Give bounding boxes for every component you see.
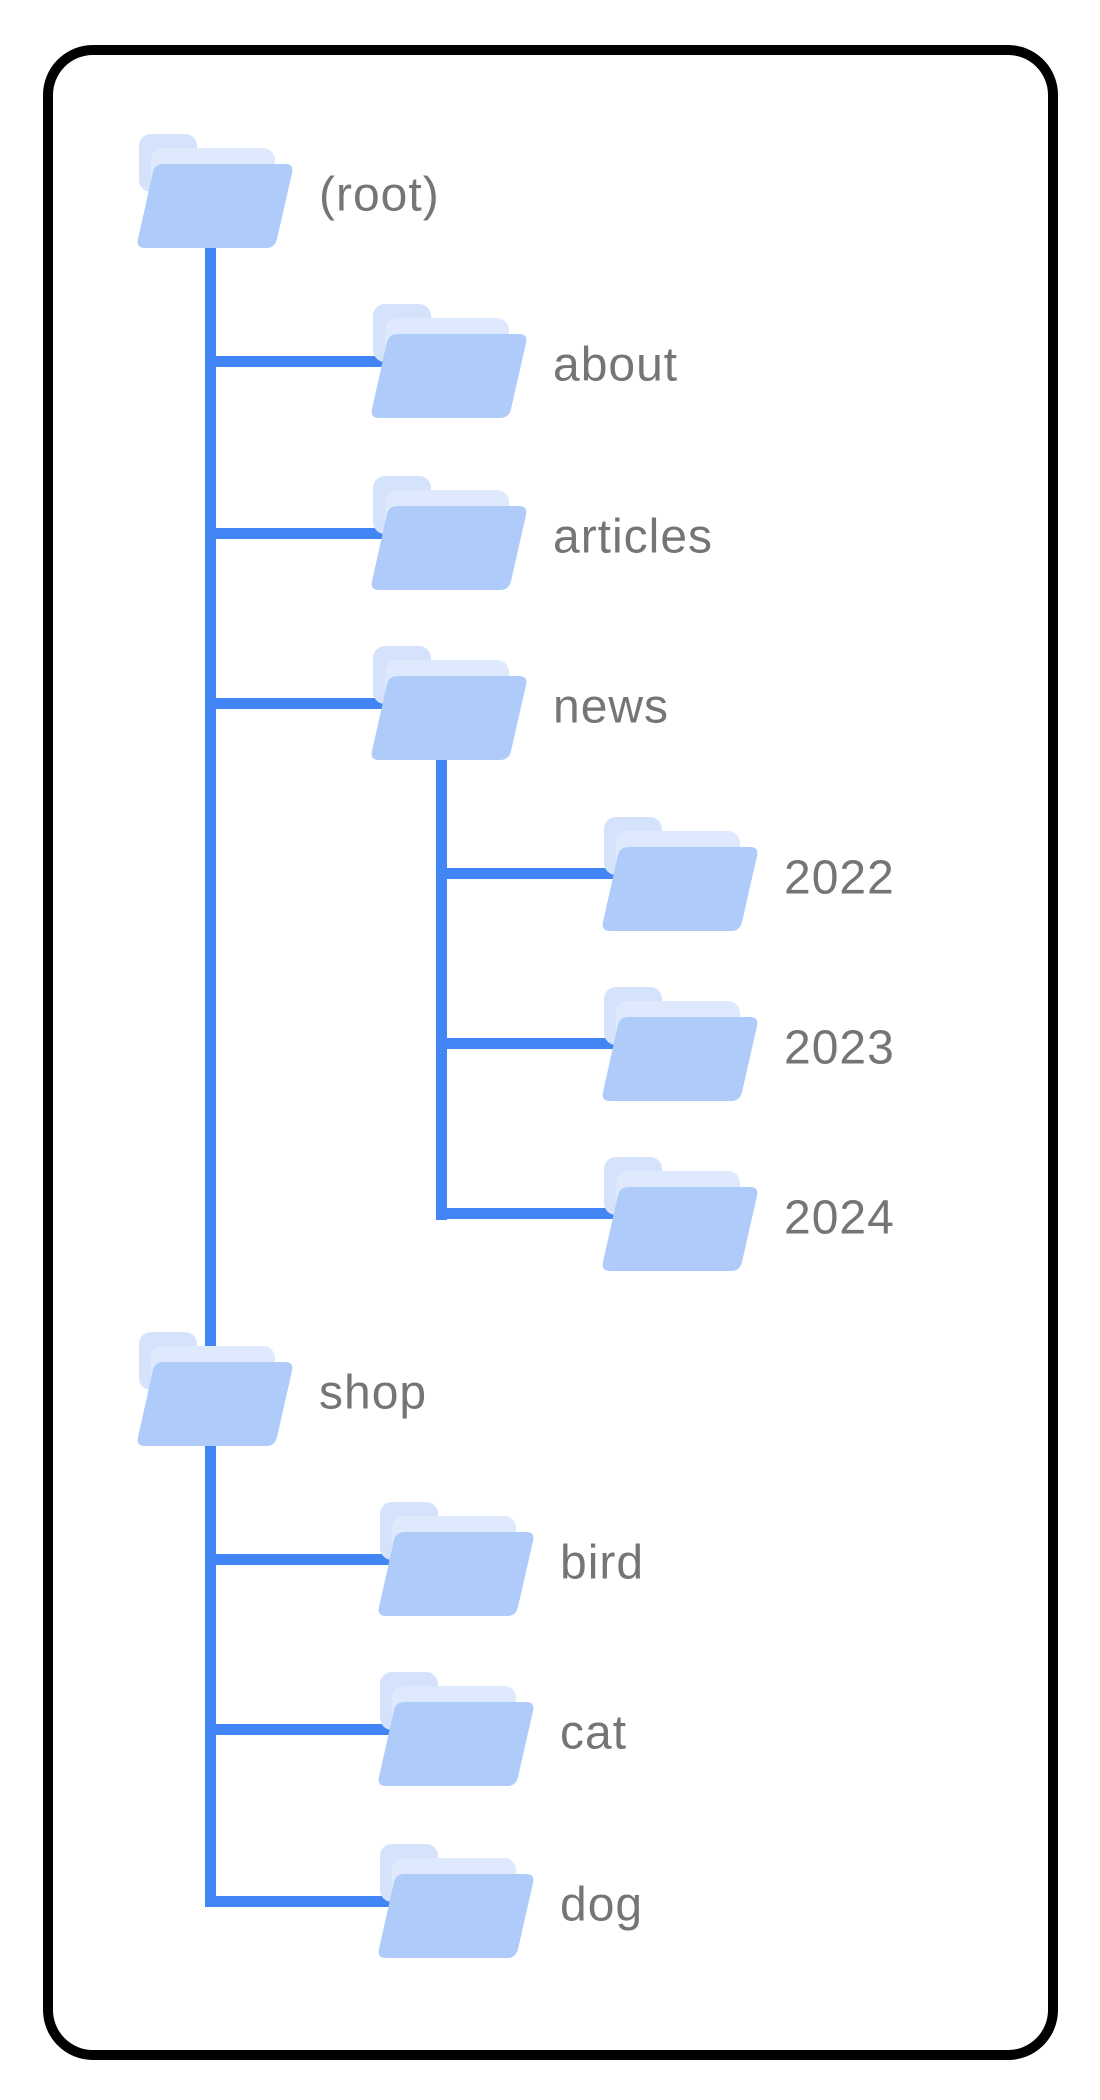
node-label: about <box>553 338 679 392</box>
folder-icon <box>602 987 758 1101</box>
folder-icon <box>378 1672 534 1786</box>
connector-branch-2022 <box>436 868 616 879</box>
folder-icon <box>137 1332 293 1446</box>
folder-icon <box>602 1157 758 1271</box>
tree-node-cat: cat <box>378 1672 626 1786</box>
connector-branch-2024 <box>436 1208 616 1219</box>
connector-trunk-news <box>436 755 447 1220</box>
node-label: shop <box>319 1366 428 1420</box>
node-label: (root) <box>319 168 440 222</box>
node-label: 2023 <box>784 1021 895 1075</box>
tree-node-2023: 2023 <box>602 987 894 1101</box>
diagram-frame <box>43 45 1058 2060</box>
folder-icon <box>378 1502 534 1616</box>
connector-branch-cat <box>205 1724 395 1735</box>
connector-branch-2023 <box>436 1038 616 1049</box>
connector-branch-dog <box>205 1896 395 1907</box>
connector-branch-news <box>205 698 385 709</box>
tree-node-news: news <box>371 646 668 760</box>
folder-icon <box>137 134 293 248</box>
node-label: 2022 <box>784 851 895 905</box>
connector-branch-bird <box>205 1554 395 1565</box>
folder-icon <box>378 1844 534 1958</box>
tree-node-root: (root) <box>137 134 439 248</box>
node-label: articles <box>553 510 714 564</box>
folder-icon <box>371 646 527 760</box>
folder-icon <box>371 476 527 590</box>
node-label: cat <box>560 1706 628 1760</box>
connector-branch-about <box>205 356 385 367</box>
tree-node-articles: articles <box>371 476 712 590</box>
folder-icon <box>602 817 758 931</box>
node-label: dog <box>560 1878 644 1932</box>
tree-node-2024: 2024 <box>602 1157 894 1271</box>
connector-branch-articles <box>205 528 385 539</box>
folder-icon <box>371 304 527 418</box>
tree-node-about: about <box>371 304 677 418</box>
tree-node-dog: dog <box>378 1844 642 1958</box>
connector-trunk-root <box>205 240 216 1907</box>
node-label: bird <box>560 1536 645 1590</box>
tree-node-2022: 2022 <box>602 817 894 931</box>
tree-node-bird: bird <box>378 1502 643 1616</box>
node-label: 2024 <box>784 1191 895 1245</box>
tree-node-shop: shop <box>137 1332 426 1446</box>
node-label: news <box>553 680 670 734</box>
